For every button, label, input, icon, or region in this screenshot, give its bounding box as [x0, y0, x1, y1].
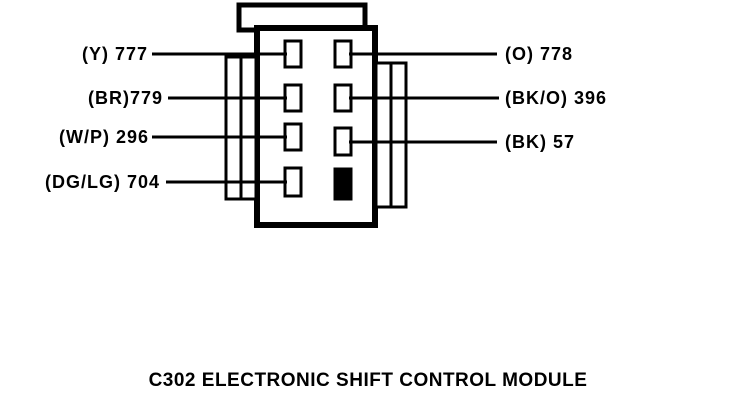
left-rail-outer: [224, 55, 243, 201]
wire-label-779: (BR)779: [87, 88, 163, 108]
pin-cavity-704: [283, 166, 303, 198]
pin-cavity-57: [333, 126, 353, 157]
diagram-caption: C302 ELECTRONIC SHIFT CONTROL MODULE: [148, 370, 588, 391]
pin-cavity-296: [283, 122, 303, 152]
pin-cavity-filled: [333, 167, 353, 201]
pin-cavity-396: [333, 83, 353, 113]
wire-label-57: (BK) 57: [505, 132, 576, 152]
wire-label-704: (DG/LG) 704: [44, 172, 160, 192]
right-rail-inner: [374, 61, 393, 209]
wire-label-396: (BK/O) 396: [505, 88, 608, 108]
connector-body: [254, 25, 378, 228]
pin-cavity-777: [283, 39, 303, 69]
wire-label-296: (W/P) 296: [58, 127, 149, 147]
pin-cavity-778: [333, 39, 353, 69]
wire-label-778: (O) 778: [505, 44, 574, 64]
right-rail-outer: [389, 61, 408, 209]
pin-cavity-779: [283, 83, 303, 113]
wire-label-777: (Y) 777: [81, 44, 148, 64]
left-rail-inner: [239, 55, 258, 201]
